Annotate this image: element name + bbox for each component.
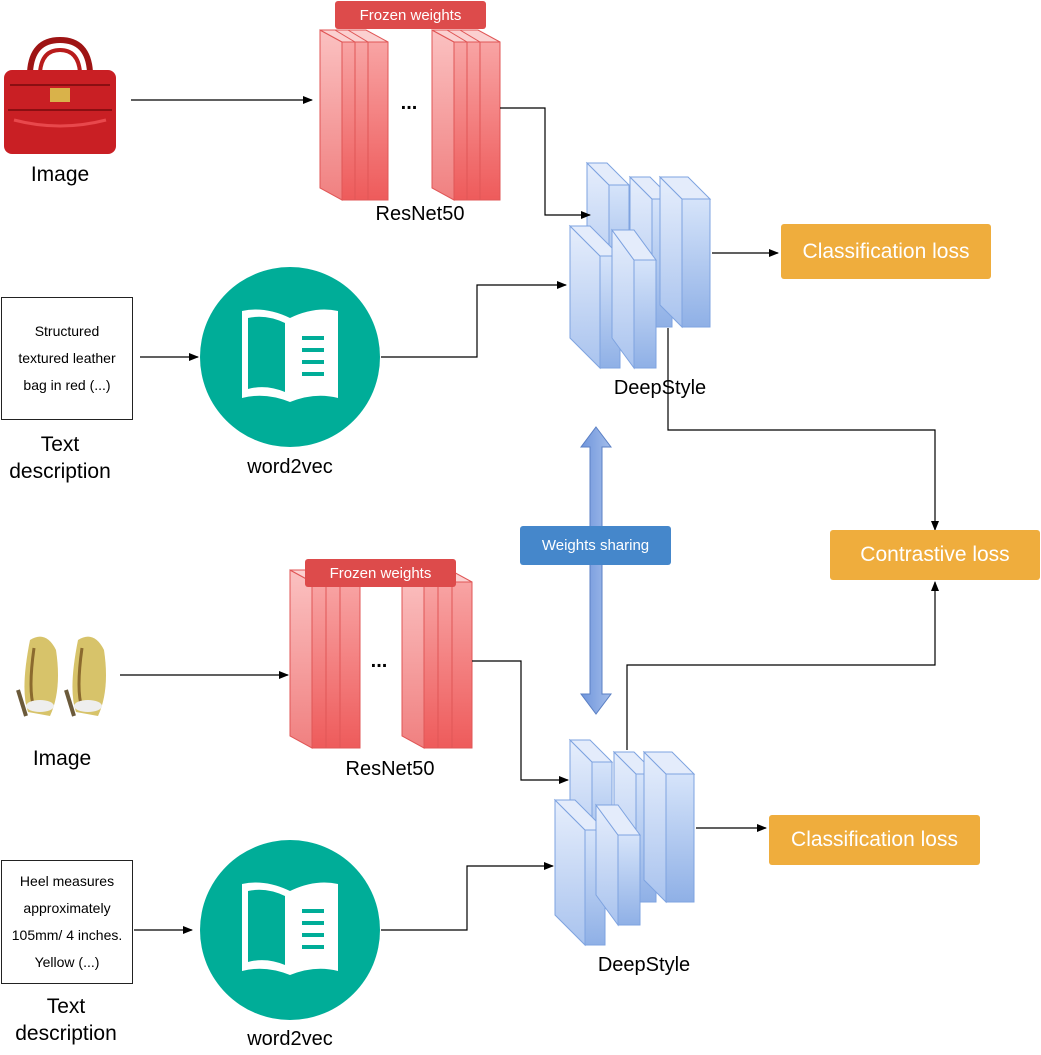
deepstyle-block-bottom (553, 738, 696, 947)
resnet-ellipsis-bottom: ... (370, 650, 388, 672)
text-line: Structured (34, 323, 100, 339)
text-line: approximately (23, 900, 111, 916)
text-description-box-bottom: Heel measures approximately 105mm/ 4 inc… (1, 860, 133, 984)
word2vec-label-top: word2vec (247, 456, 333, 478)
text-line: textured leather (18, 350, 116, 366)
word2vec-to-deepstyle-top (381, 281, 567, 358)
open-book-icon (242, 309, 338, 402)
text-line: 105mm/ 4 inches. (11, 927, 123, 943)
image-label-bottom: Image (32, 747, 92, 770)
heels-photo (16, 636, 106, 717)
text-line: Heel measures (19, 873, 115, 889)
deepstyle-block-top (568, 161, 712, 370)
text-line: bag in red (...) (23, 377, 111, 393)
resnet-layer (346, 29, 389, 201)
resnet-label-bottom: ResNet50 (345, 758, 435, 780)
deepstyle-layer (611, 228, 657, 370)
contrastive-loss-box: Contrastive loss (830, 530, 1040, 580)
deepstyle-layer (658, 175, 712, 329)
open-book-icon (242, 882, 338, 975)
deepstyle-label-bottom: DeepStyle (597, 954, 691, 976)
resnet-to-deepstyle-bottom (472, 660, 569, 784)
deepstyle-bottom-to-contrastive (626, 581, 939, 750)
resnet-to-deepstyle-top (500, 107, 591, 219)
classification-loss-top: Classification loss (781, 224, 991, 279)
resnet-label-top: ResNet50 (375, 203, 465, 225)
word2vec-circle-top (200, 267, 380, 447)
weights-sharing-arrow (580, 426, 612, 715)
frozen-weights-badge-top: Frozen weights (335, 1, 486, 29)
connectors (120, 96, 939, 934)
resnet-block-top (319, 29, 501, 201)
text-description-box-top: Structured textured leather bag in red (… (1, 297, 133, 420)
word2vec-circle-bottom (200, 840, 380, 1020)
resnet-layer (458, 29, 501, 201)
word2vec-to-deepstyle-bottom (381, 862, 554, 931)
word2vec-label-bottom: word2vec (247, 1028, 333, 1050)
classification-loss-bottom: Classification loss (769, 815, 980, 865)
weights-sharing-badge: Weights sharing (520, 526, 671, 565)
text-description-label-top: Text description (9, 433, 111, 483)
resnet-ellipsis-top: ... (400, 92, 418, 114)
deepstyle-layer (642, 750, 696, 904)
image-label-top: Image (30, 163, 90, 186)
handbag-photo (4, 36, 116, 154)
text-line: Yellow (...) (34, 954, 100, 970)
deepstyle-to-contrastive (667, 328, 939, 531)
deepstyle-layer (595, 803, 641, 927)
text-description-label-bottom: Text description (15, 995, 117, 1045)
frozen-weights-badge-bottom: Frozen weights (305, 559, 456, 587)
deepstyle-label-top: DeepStyle (613, 377, 707, 399)
